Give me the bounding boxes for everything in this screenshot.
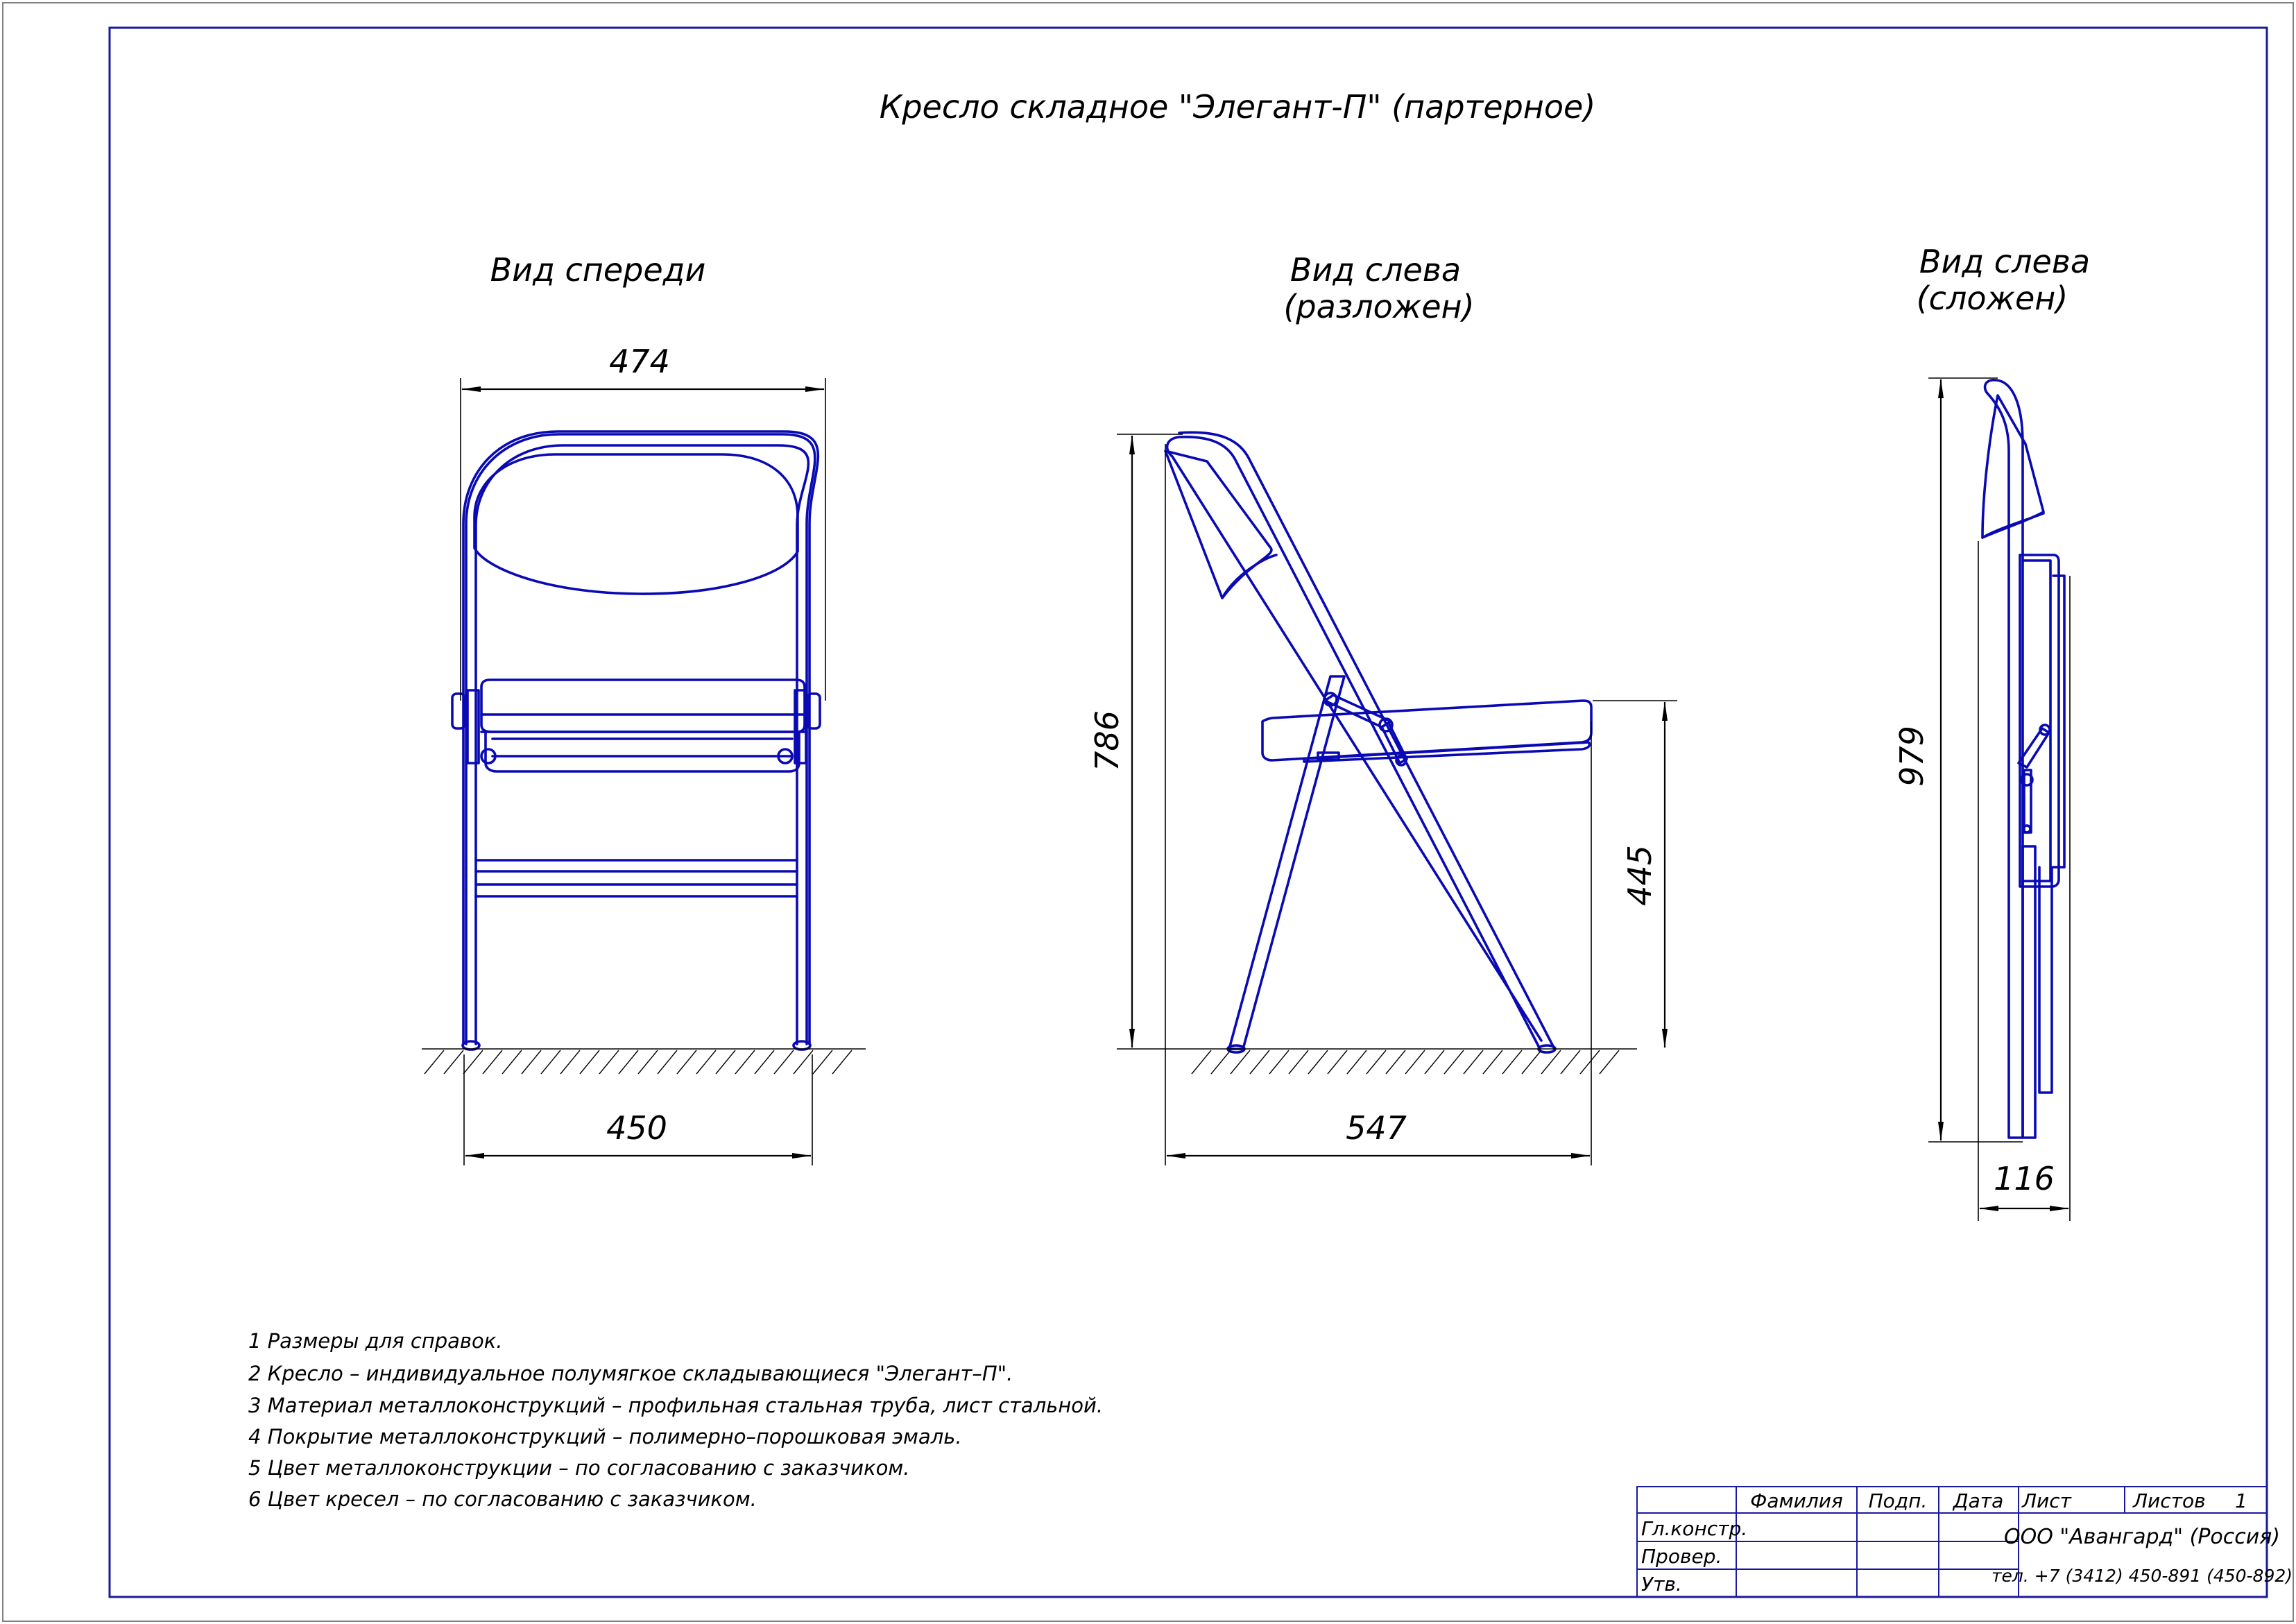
- note-5: 5 Цвет металлоконструкции – по согласова…: [248, 1456, 909, 1480]
- dim-folded-thickness: 116: [1994, 1160, 2055, 1197]
- front-view-chair: [451, 430, 821, 1051]
- drawing-title: Кресло складное "Элегант-П" (партерное): [880, 88, 1596, 126]
- dim-side-height: 786: [1088, 710, 1126, 771]
- drawing-frame: [108, 26, 2268, 1598]
- view-label-side-folded-2: (сложен): [1917, 280, 2068, 317]
- side-folded-chair: [1981, 379, 2066, 1139]
- view-label-side-open-1: Вид слева: [1290, 251, 1461, 289]
- dim-side-seat-height: 445: [1621, 845, 1659, 906]
- dim-front-top-width: 474: [609, 343, 670, 380]
- dim-folded-height: 979: [1893, 726, 1930, 787]
- stamp-row-check: Провер.: [1641, 1545, 1722, 1568]
- stamp-col-sheet: Лист: [2021, 1489, 2072, 1512]
- title-block: [1636, 1486, 2268, 1598]
- side-open-chair: [1164, 431, 1593, 1054]
- stamp-row-chief: Гл.констр.: [1641, 1517, 1747, 1540]
- side-open-floor: [1188, 1048, 1637, 1075]
- view-label-front: Вид спереди: [490, 251, 706, 289]
- stamp-row-approve: Утв.: [1641, 1573, 1682, 1596]
- stamp-phone: тел. +7 (3412) 450-891 (450-892): [1991, 1566, 2293, 1586]
- note-3: 3 Материал металлоконструкций – профильн…: [248, 1394, 1103, 1417]
- note-2: 2 Кресло – индивидуальное полумягкое скл…: [248, 1362, 1013, 1385]
- note-6: 6 Цвет кресел – по согласованию с заказч…: [248, 1487, 757, 1511]
- front-dimensions: [460, 378, 826, 1165]
- side-folded-dimensions: [1928, 377, 2071, 1221]
- dim-side-depth: 547: [1346, 1109, 1407, 1147]
- dim-front-bottom-width: 450: [606, 1109, 667, 1147]
- stamp-col-sheets: Листов: [2132, 1489, 2206, 1512]
- stamp-sheets-value: 1: [2235, 1489, 2247, 1512]
- stamp-organization: ООО "Авангард" (Россия): [2004, 1525, 2280, 1549]
- note-1: 1 Размеры для справок.: [248, 1329, 503, 1353]
- stamp-col-sign: Подп.: [1869, 1489, 1928, 1512]
- view-label-side-folded-1: Вид слева: [1919, 243, 2090, 280]
- view-label-side-open-2: (разложен): [1283, 288, 1474, 325]
- stamp-col-surname: Фамилия: [1750, 1489, 1843, 1512]
- note-4: 4 Покрытие металлоконструкций – полимерн…: [248, 1425, 962, 1448]
- side-open-dimensions: [1117, 434, 1677, 1165]
- front-floor: [422, 1048, 866, 1075]
- stamp-col-date: Дата: [1952, 1489, 2004, 1512]
- notes: 1 Размеры для справок. 2 Кресло – индиви…: [248, 1329, 1103, 1511]
